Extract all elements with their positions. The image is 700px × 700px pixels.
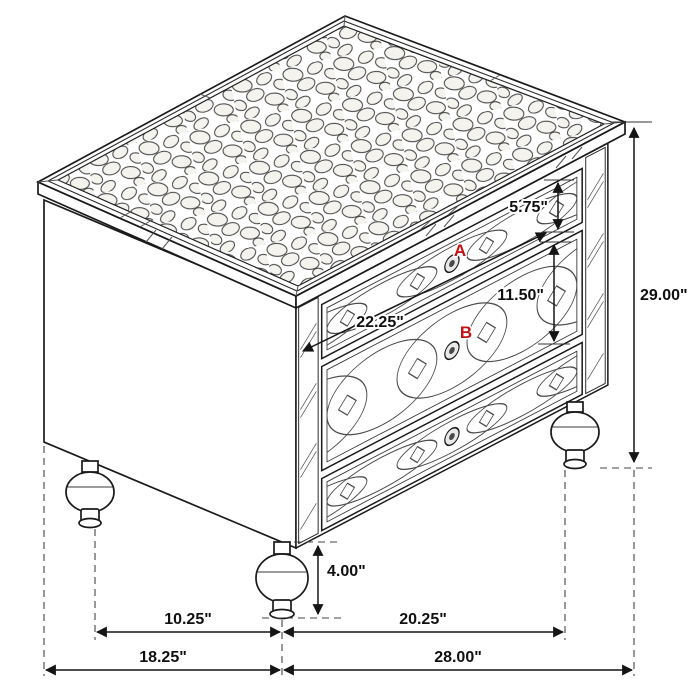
bun-foot-front bbox=[255, 541, 309, 620]
dim-label-foot-height: 4.00" bbox=[327, 563, 366, 580]
dim-label-top-drawer: 5.75" bbox=[509, 199, 548, 216]
callout-b: B bbox=[460, 323, 472, 342]
mirror-hatch-marks-stiles bbox=[300, 173, 604, 530]
drawer-bottom-ornament bbox=[327, 351, 577, 522]
dim-label-overall-depth: 18.25" bbox=[139, 649, 187, 666]
dimension-layer: 29.00" 5.75" 11.50" 22.25" 4.00" 10.25" … bbox=[43, 121, 690, 676]
dim-label-middle-drawer: 11.50" bbox=[497, 287, 544, 304]
dim-label-face-width: 22.25" bbox=[356, 314, 404, 331]
bun-foot-right bbox=[550, 401, 600, 470]
drawer-bottom[interactable] bbox=[257, 309, 647, 565]
dim-line-face-width bbox=[302, 232, 547, 352]
mirror-stile-right bbox=[585, 146, 606, 395]
bun-foot-left bbox=[65, 460, 115, 529]
top-slab bbox=[36, 15, 628, 310]
dim-label-front-foot-span: 20.25" bbox=[399, 611, 447, 628]
dim-label-overall-width: 28.00" bbox=[434, 649, 482, 666]
drawer-knob-bottom[interactable] bbox=[444, 425, 460, 448]
dim-label-left-foot-offset: 10.25" bbox=[164, 611, 212, 628]
dim-label-overall-height: 29.00" bbox=[640, 287, 688, 304]
callout-a: A bbox=[454, 241, 466, 260]
